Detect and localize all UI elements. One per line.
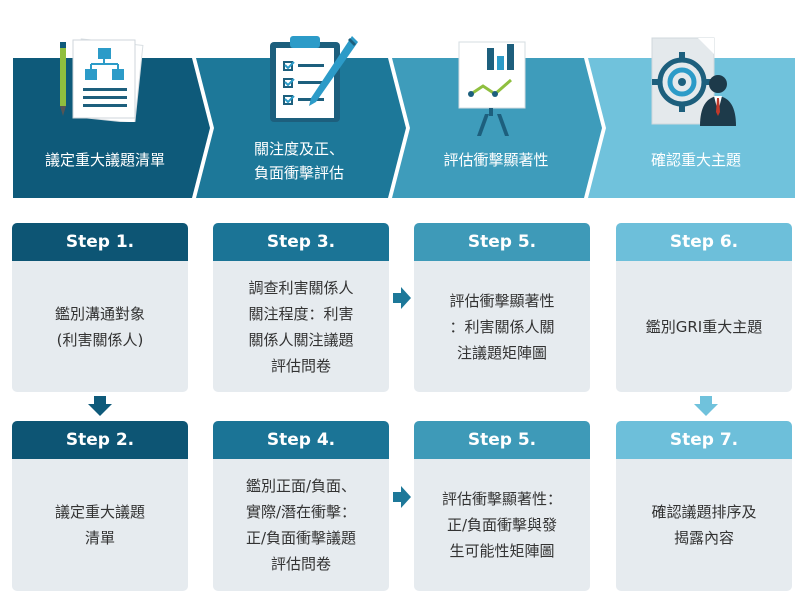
phase-banner <box>13 58 795 198</box>
phase-4-label: 確認重大主題 <box>650 151 741 169</box>
step-6-text: 鑑別GRI重大主題 <box>645 317 763 336</box>
step-5b-title: Step 5. <box>414 421 590 459</box>
arrow-right-3-icon <box>393 287 411 309</box>
step-3-text: 調查利害關係人 關注程度：利害 關係人關注議題 評估問卷 <box>248 278 354 375</box>
step-7-card: Step 7. 確認議題排序及 揭露內容 <box>616 421 792 591</box>
phase-4-chevron <box>588 58 795 198</box>
step-5b-text: 評估衝擊顯著性： 正/負面衝擊與發 生可能性矩陣圖 <box>441 490 562 560</box>
phase-3-label: 評估衝擊顯著性 <box>443 151 549 169</box>
step-5a-title: Step 5. <box>414 223 590 261</box>
step-4-text: 鑑別正面/負面、 實際/潛在衝擊： 正/負面衝擊議題 評估問卷 <box>245 477 357 573</box>
step-4-title: Step 4. <box>213 421 389 459</box>
arrow-down-1-icon <box>88 396 112 416</box>
step-1-text: 鑑別溝通對象 (利害關係人) <box>54 304 145 349</box>
step-5b-card: Step 5. 評估衝擊顯著性： 正/負面衝擊與發 生可能性矩陣圖 <box>414 421 590 591</box>
flowchart-document-icon <box>60 38 144 122</box>
step-2-card: Step 2. 議定重大議題 清單 <box>12 421 188 591</box>
step-3-card: Step 3. 調查利害關係人 關注程度：利害 關係人關注議題 評估問卷 <box>213 223 389 392</box>
step-6-title: Step 6. <box>616 223 792 261</box>
step-2-title: Step 2. <box>12 421 188 459</box>
phase-2-label: 關注度及正、 負面衝擊評估 <box>253 140 344 182</box>
step-7-text: 確認議題排序及 揭露內容 <box>651 503 757 547</box>
step-1-card: Step 1. 鑑別溝通對象 (利害關係人) <box>12 223 188 392</box>
checklist-clipboard-icon <box>270 36 358 122</box>
step-4-card: Step 4. 鑑別正面/負面、 實際/潛在衝擊： 正/負面衝擊議題 評估問卷 <box>213 421 389 591</box>
step-3-title: Step 3. <box>213 223 389 261</box>
arrow-right-4-icon <box>393 486 411 508</box>
phase-3-chevron <box>392 58 602 198</box>
step-2-text: 議定重大議題 清單 <box>54 503 145 547</box>
step-1-title: Step 1. <box>12 223 188 261</box>
presentation-chart-icon <box>458 41 526 136</box>
step-7-title: Step 7. <box>616 421 792 459</box>
step-6-card: Step 6. 鑑別GRI重大主題 <box>616 223 792 392</box>
step-5a-text: 評估衝擊顯著性 ：利害關係人關 注議題矩陣圖 <box>449 291 555 362</box>
phase-2-chevron <box>196 58 406 198</box>
arrow-down-6-icon <box>694 396 718 416</box>
target-businessman-icon <box>651 37 736 126</box>
step-5a-card: Step 5. 評估衝擊顯著性 ：利害關係人關 注議題矩陣圖 <box>414 223 590 392</box>
phase-1-label: 議定重大議題清單 <box>44 151 165 169</box>
